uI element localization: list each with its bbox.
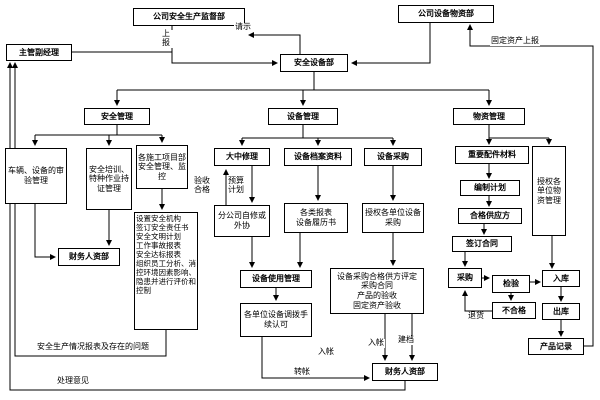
node-qualified-supplier: 合格供应方 (458, 208, 522, 224)
node-stock-in: 入库 (542, 270, 580, 287)
node-reports-history: 各类报表 设备履历书 (284, 203, 348, 233)
label-fixed-asset-report: 固定资产上报 (490, 36, 540, 46)
label-booking-2: 入帐 (317, 347, 335, 357)
node-major-repair: 大中修理 (214, 148, 270, 166)
node-branch-self-repair: 分公司自修或外协 (214, 205, 270, 237)
label-transfer: 转帐 (293, 367, 311, 377)
node-sign-contract: 签订合同 (452, 236, 512, 252)
node-safety-equipment-dept: 安全设备部 (280, 54, 348, 72)
node-prepare-plan: 编制计划 (460, 180, 520, 196)
label-budget-plan: 预算计划 (227, 176, 249, 195)
label-handling-opinions: 处理意见 (57, 376, 89, 385)
node-safety-duties: 设置安全机构 签订安全责任书 安全文明计划 工作事故报表 安全达标报表 组织员工… (134, 212, 198, 330)
node-safety-management: 安全管理 (84, 108, 150, 125)
node-materials-management: 物资管理 (453, 108, 525, 125)
node-unit-transfer: 各单位设备调拨手续认可 (240, 303, 312, 337)
node-safety-training: 安全培训、特种作业持证管理 (86, 148, 132, 210)
node-equipment-procurement: 设备采购 (364, 148, 422, 166)
label-report-up: 上报 (161, 29, 173, 48)
node-equipment-management: 设备管理 (268, 108, 338, 125)
node-inspection: 检验 (492, 275, 530, 293)
node-equipment-use: 设备使用管理 (240, 270, 312, 288)
node-vehicle-inspection: 车辆、设备的审验管理 (5, 148, 67, 204)
node-authorized-materials: 授权各单位物资管理 (532, 146, 566, 236)
label-request: 请示 (234, 22, 252, 32)
node-stock-out: 出库 (542, 303, 580, 320)
label-return-goods: 退货 (467, 311, 485, 321)
label-filing: 建档 (397, 335, 415, 345)
label-safety-report-problems: 安全生产情况报表及存在的问题 (37, 342, 149, 351)
node-deputy-manager: 主管副经理 (6, 44, 72, 61)
node-product-records: 产品记录 (528, 338, 584, 355)
node-company-equipment-materials: 公司设备物资部 (398, 5, 494, 23)
node-important-parts: 重要配件材料 (455, 146, 529, 164)
node-company-safety-supervision: 公司安全生产监督部 (133, 8, 245, 26)
node-equipment-archives: 设备档案资料 (284, 148, 352, 166)
node-procurement: 采购 (448, 268, 482, 288)
node-finance-hr-equipment: 财务人资部 (372, 363, 438, 381)
node-authorized-equipment-procurement: 授权各单位设备采购 (362, 203, 424, 233)
node-procurement-eval: 设备采购合格供方评定 采购合同 产品的验收 固定资产验收 (330, 268, 424, 314)
label-acceptance-qualified: 验收合格 (193, 176, 215, 195)
node-unqualified: 不合格 (492, 302, 536, 319)
label-booking-1: 入帐 (367, 338, 385, 348)
node-finance-hr-safety: 财务人资部 (58, 248, 120, 266)
node-project-safety: 各施工项目部安全管理、监控 (136, 145, 188, 189)
